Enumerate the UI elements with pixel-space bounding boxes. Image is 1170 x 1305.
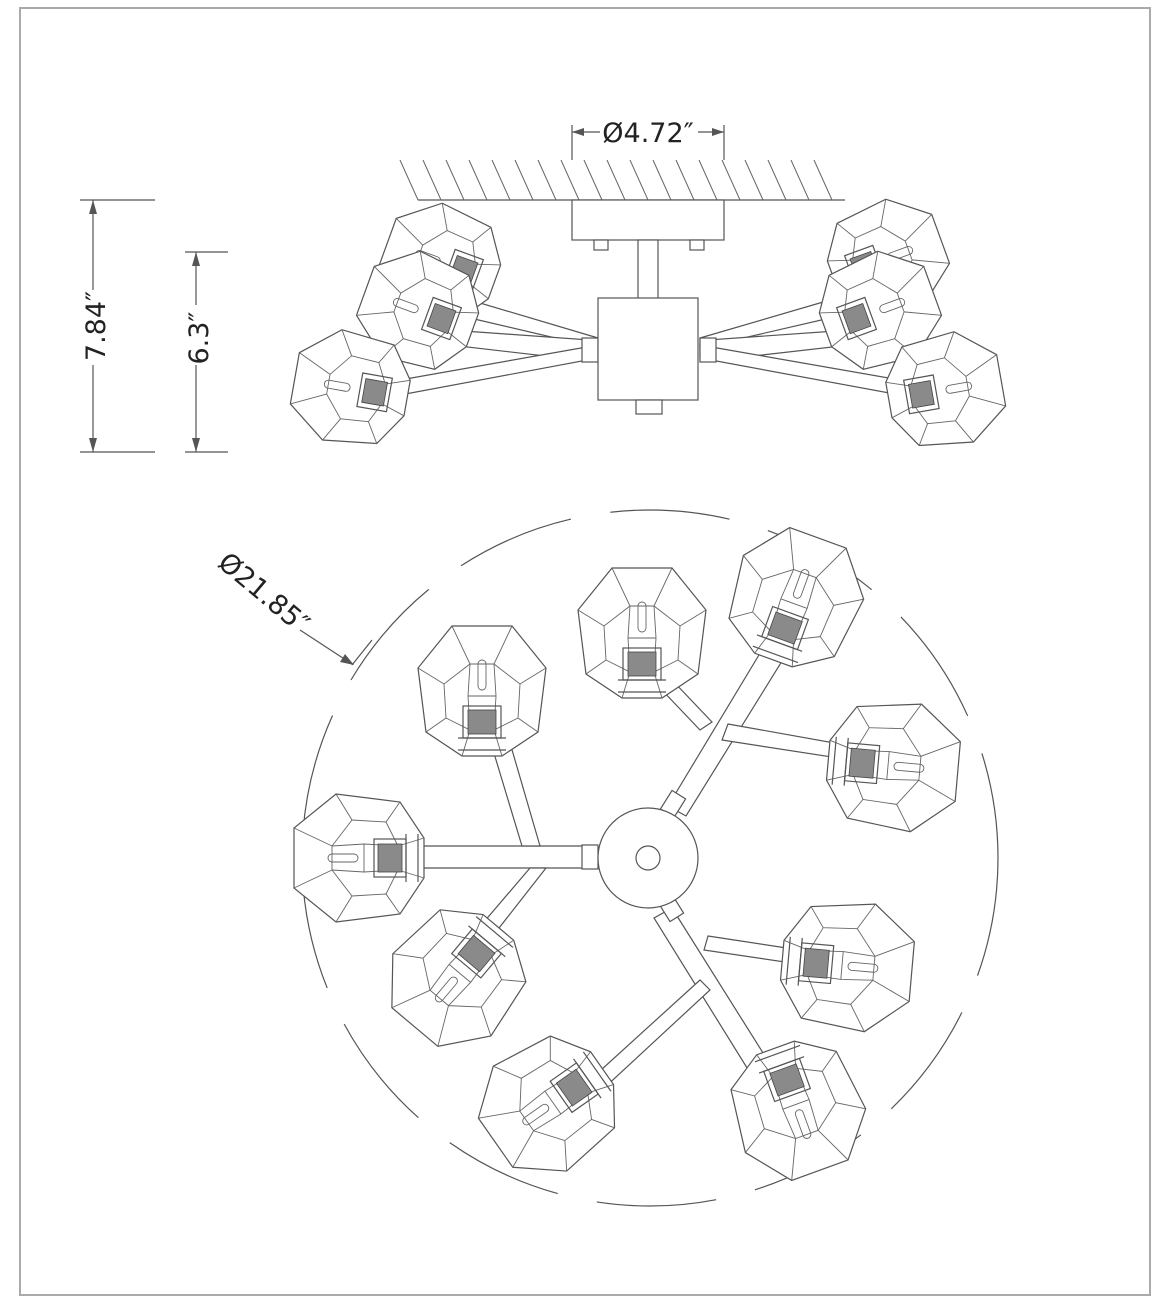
bottom-arms [399,619,841,1093]
body-height-label: 6.3″ [184,311,215,364]
spread-diameter-label: Ø21.85″ [212,547,315,641]
spread-circle [301,509,999,1207]
hub-finial [635,399,663,415]
side-hub [597,297,699,401]
frame-border [19,7,1151,1296]
overall-height-label: 7.84″ [81,291,112,361]
hub-center [635,845,661,871]
body-height-dimension: 6.3″ [184,251,228,453]
screw-left [593,239,609,251]
overall-height-dimension: 7.84″ [80,199,155,453]
screw-right [689,239,705,251]
side-view: Ø4.72″ [80,118,1012,456]
canopy-diameter-label: Ø4.72″ [602,118,693,149]
spread-dimension: Ø21.85″ [212,547,373,666]
ceiling-hatch [399,159,845,201]
bottom-view: Ø21.85″ [212,509,999,1207]
canopy-dimension: Ø4.72″ [571,118,725,160]
canopy [571,199,725,241]
stem [637,239,659,301]
